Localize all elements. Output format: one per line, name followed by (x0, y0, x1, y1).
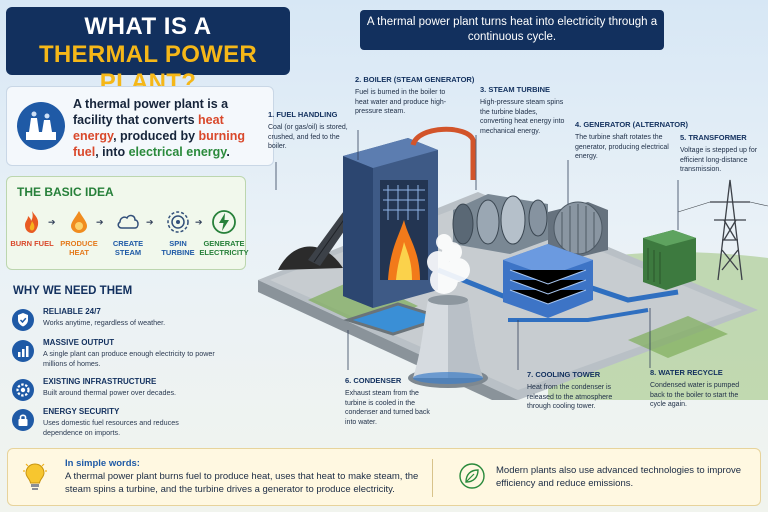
basic-idea-title: THE BASIC IDEA (17, 185, 114, 199)
turbine-icon (165, 209, 191, 235)
generator (548, 201, 608, 260)
condenser (503, 244, 593, 318)
bar-chart-icon (12, 340, 34, 362)
steam-pipe (410, 126, 476, 180)
cooling-tower (408, 295, 488, 388)
shield-icon (12, 309, 34, 331)
step-create-steam: CREATE STEAM (103, 209, 153, 257)
step-arrow: ➔ (96, 217, 104, 227)
callout-fuel-handling: 1. FUEL HANDLING Coal (or gas/oil) is st… (268, 110, 348, 150)
power-plant-diagram (258, 126, 768, 400)
leaf-icon (459, 463, 485, 489)
lightning-icon (211, 209, 237, 235)
callout-condenser: 6. CONDENSER Exhaust steam from the turb… (345, 376, 430, 426)
transmission-tower (677, 179, 768, 281)
modern-plants-text: Modern plants also use advanced technolo… (496, 465, 742, 489)
step-spin-turbine: SPIN TURBINE (153, 209, 203, 257)
step-burn-fuel: BURN FUEL (7, 209, 57, 248)
transformer (643, 230, 696, 290)
callout-water-recycle: 8. WATER RECYCLE Condensed water is pump… (650, 368, 740, 408)
summary-bar: In simple words: A thermal power plant b… (7, 448, 761, 506)
callout-generator: 4. GENERATOR (ALTERNATOR) The turbine sh… (575, 120, 689, 160)
power-plant-icon (17, 102, 65, 150)
simple-words-text: A thermal power plant burns fuel to prod… (65, 471, 419, 495)
steam-plume (427, 234, 470, 294)
cycle-banner: A thermal power plant turns heat into el… (360, 10, 664, 50)
step-generate-electricity: GENERATE ELECTRICITY (199, 209, 249, 257)
heat-drop-icon (66, 209, 92, 235)
title-line-1: WHAT IS A (84, 13, 212, 40)
boiler-building (343, 138, 438, 308)
lightbulb-icon (22, 461, 48, 493)
callout-boiler: 2. BOILER (STEAM GENERATOR) Fuel is burn… (355, 75, 475, 115)
callout-transformer: 5. TRANSFORMER Voltage is stepped up for… (680, 133, 758, 173)
callout-steam-turbine: 3. STEAM TURBINE High-pressure steam spi… (480, 85, 565, 135)
basic-idea-card: THE BASIC IDEA BURN FUEL ➔ PRODUCE HEAT … (6, 176, 249, 270)
steam-turbine (452, 194, 548, 254)
simple-words-title: In simple words: (65, 458, 140, 469)
definition-text: A thermal power plant is a facility that… (73, 97, 246, 159)
step-arrow: ➔ (48, 217, 56, 227)
definition-card: A thermal power plant is a facility that… (6, 86, 274, 166)
step-arrow: ➔ (146, 217, 154, 227)
why-title: WHY WE NEED THEM (13, 285, 133, 297)
flame-icon (19, 209, 45, 235)
divider (432, 459, 433, 497)
title-line-2: THERMAL POWER PLANT? (38, 41, 258, 96)
step-arrow: ➔ (195, 217, 203, 227)
callout-cooling-tower: 7. COOLING TOWER Heat from the condenser… (527, 370, 613, 410)
title-box: WHAT IS A THERMAL POWER PLANT? (6, 7, 290, 96)
lock-icon (12, 409, 34, 431)
gear-icon (12, 379, 34, 401)
cloud-icon (115, 209, 141, 235)
step-produce-heat: PRODUCE HEAT (54, 209, 104, 257)
